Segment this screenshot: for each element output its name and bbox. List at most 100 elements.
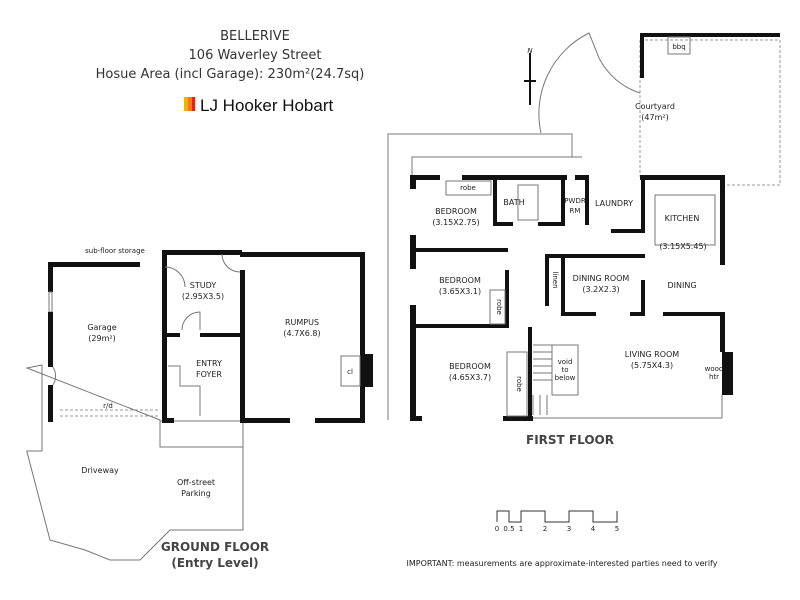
linen-label: linen xyxy=(551,271,559,288)
bbq xyxy=(667,36,691,55)
kitchen-size: (3.15X5.45) xyxy=(659,242,706,251)
garage-size: (29m²) xyxy=(88,334,115,343)
bath-label: BATH xyxy=(503,198,524,207)
garage-left-wall xyxy=(48,385,53,422)
dining-label: DINING xyxy=(667,281,696,290)
chimney xyxy=(365,354,373,387)
courtyard-wall xyxy=(640,33,644,78)
rumpus-bottom-wall xyxy=(240,418,290,423)
rm-label: RM xyxy=(570,207,581,215)
bath-bottom-wall xyxy=(493,222,513,226)
bed3-robe-label: robe xyxy=(515,376,523,392)
ground-floor-subtitle: (Entry Level) xyxy=(171,556,258,570)
entry-steps xyxy=(159,420,244,448)
rumpus-left-wall xyxy=(240,270,245,423)
bed2-robe xyxy=(489,289,506,325)
bed3-robe xyxy=(506,351,528,417)
kitchen-bench xyxy=(654,194,716,246)
wood-label: wood xyxy=(705,365,724,373)
outer-top-wall xyxy=(410,175,440,180)
stair-wall xyxy=(528,327,532,419)
bed2-label: BEDROOM xyxy=(439,276,481,285)
outer-left-wall xyxy=(410,305,416,421)
pwdr-laundry-wall xyxy=(585,175,589,225)
outer-top-wall xyxy=(462,175,567,180)
first-floor-plan: N bbq Courtyard (47m²) xyxy=(387,32,781,447)
bath-left-wall xyxy=(493,175,497,225)
void-label-3: below xyxy=(555,374,576,382)
deck-outline xyxy=(411,156,582,177)
bed3-size: (4.65X3.7) xyxy=(449,373,491,382)
driveway-label: Driveway xyxy=(81,466,119,475)
entry-label: ENTRY xyxy=(196,359,222,368)
bed1-label: BEDROOM xyxy=(435,207,477,216)
scale-tick: 0 xyxy=(495,525,499,533)
bath-bottom-wall xyxy=(538,222,563,226)
ground-floor-plan: sub-floor storage Garage (29m²) r/d STUD… xyxy=(25,247,373,570)
linen-wall xyxy=(545,254,549,306)
bed1-size: (3.15X2.75) xyxy=(432,218,479,227)
bbq-label: bbq xyxy=(672,43,685,51)
disclaimer: IMPORTANT: measurements are approximate-… xyxy=(407,559,718,568)
laundry-bottom-wall xyxy=(611,229,645,233)
bed3-label: BEDROOM xyxy=(449,362,491,371)
void-label-2: to xyxy=(561,366,568,374)
scale-bar: 0 0.5 1 2 3 4 5 xyxy=(495,510,619,533)
study-foyer-wall xyxy=(162,333,180,337)
parking-label-2: Parking xyxy=(181,489,211,498)
rumpus-door-swing xyxy=(221,253,241,273)
rumpus-size: (4.7X6.8) xyxy=(283,329,320,338)
logo-bar-yellow xyxy=(184,97,188,111)
outer-left-wall xyxy=(410,235,416,269)
parking-label-1: Off-street xyxy=(177,478,215,487)
scale-tick: 1 xyxy=(519,525,523,533)
dining-left-wall xyxy=(561,254,565,316)
dining-bottom-wall xyxy=(630,312,645,316)
bed1-robe-label: robe xyxy=(460,184,476,192)
courtyard-wall xyxy=(640,33,780,37)
outer-right-wall xyxy=(720,175,725,265)
scale-bar-line xyxy=(496,510,618,523)
suburb-title: BELLERIVE xyxy=(220,29,290,44)
outer-bottom-wall xyxy=(410,416,422,421)
pwdr-label: PWDR xyxy=(564,197,586,205)
outer-top-wall xyxy=(640,175,725,180)
deck-outline xyxy=(387,133,573,420)
study-label: STUDY xyxy=(190,281,217,290)
logo-bar-red xyxy=(192,97,195,111)
rumpus-right-wall xyxy=(360,252,365,423)
scale-tick: 5 xyxy=(615,525,619,533)
garage-top-wall xyxy=(48,262,140,267)
dining-room-size: (3.2X2.3) xyxy=(582,285,619,294)
closet xyxy=(340,355,361,387)
garage-door-swing xyxy=(52,366,57,386)
scale-tick: 4 xyxy=(591,525,596,533)
driveway-outline xyxy=(25,364,244,561)
sub-floor-storage-label: sub-floor storage xyxy=(85,247,145,255)
garage-label: Garage xyxy=(87,323,116,332)
garage-window xyxy=(48,291,53,313)
rumpus-top-wall xyxy=(240,252,365,257)
laundry-label: LAUNDRY xyxy=(595,199,633,208)
kitchen-left-wall xyxy=(641,175,645,233)
bed1-bed2-wall xyxy=(416,248,508,252)
address: 106 Waverley Street xyxy=(189,48,322,63)
closet-label: cl xyxy=(347,368,353,376)
dining-top-wall xyxy=(545,254,645,258)
outer-left-wall xyxy=(410,175,416,189)
garage-left-wall xyxy=(48,312,53,367)
north-label: N xyxy=(527,47,533,55)
scale-tick: 3 xyxy=(567,525,571,533)
roller-door-label: r/d xyxy=(103,402,113,410)
rumpus-label: RUMPUS xyxy=(285,318,319,327)
foyer-stairs xyxy=(168,365,201,416)
bed1-robe xyxy=(445,180,492,196)
first-floor-stairs xyxy=(532,344,552,415)
ground-floor-title: GROUND FLOOR xyxy=(161,540,269,554)
study-top-wall xyxy=(162,250,242,255)
path-curve xyxy=(538,32,641,134)
scale-tick: 0.5 xyxy=(503,525,514,533)
study-size: (2.95X3.5) xyxy=(182,292,224,301)
brand-logo: LJ Hooker Hobart xyxy=(184,96,334,115)
